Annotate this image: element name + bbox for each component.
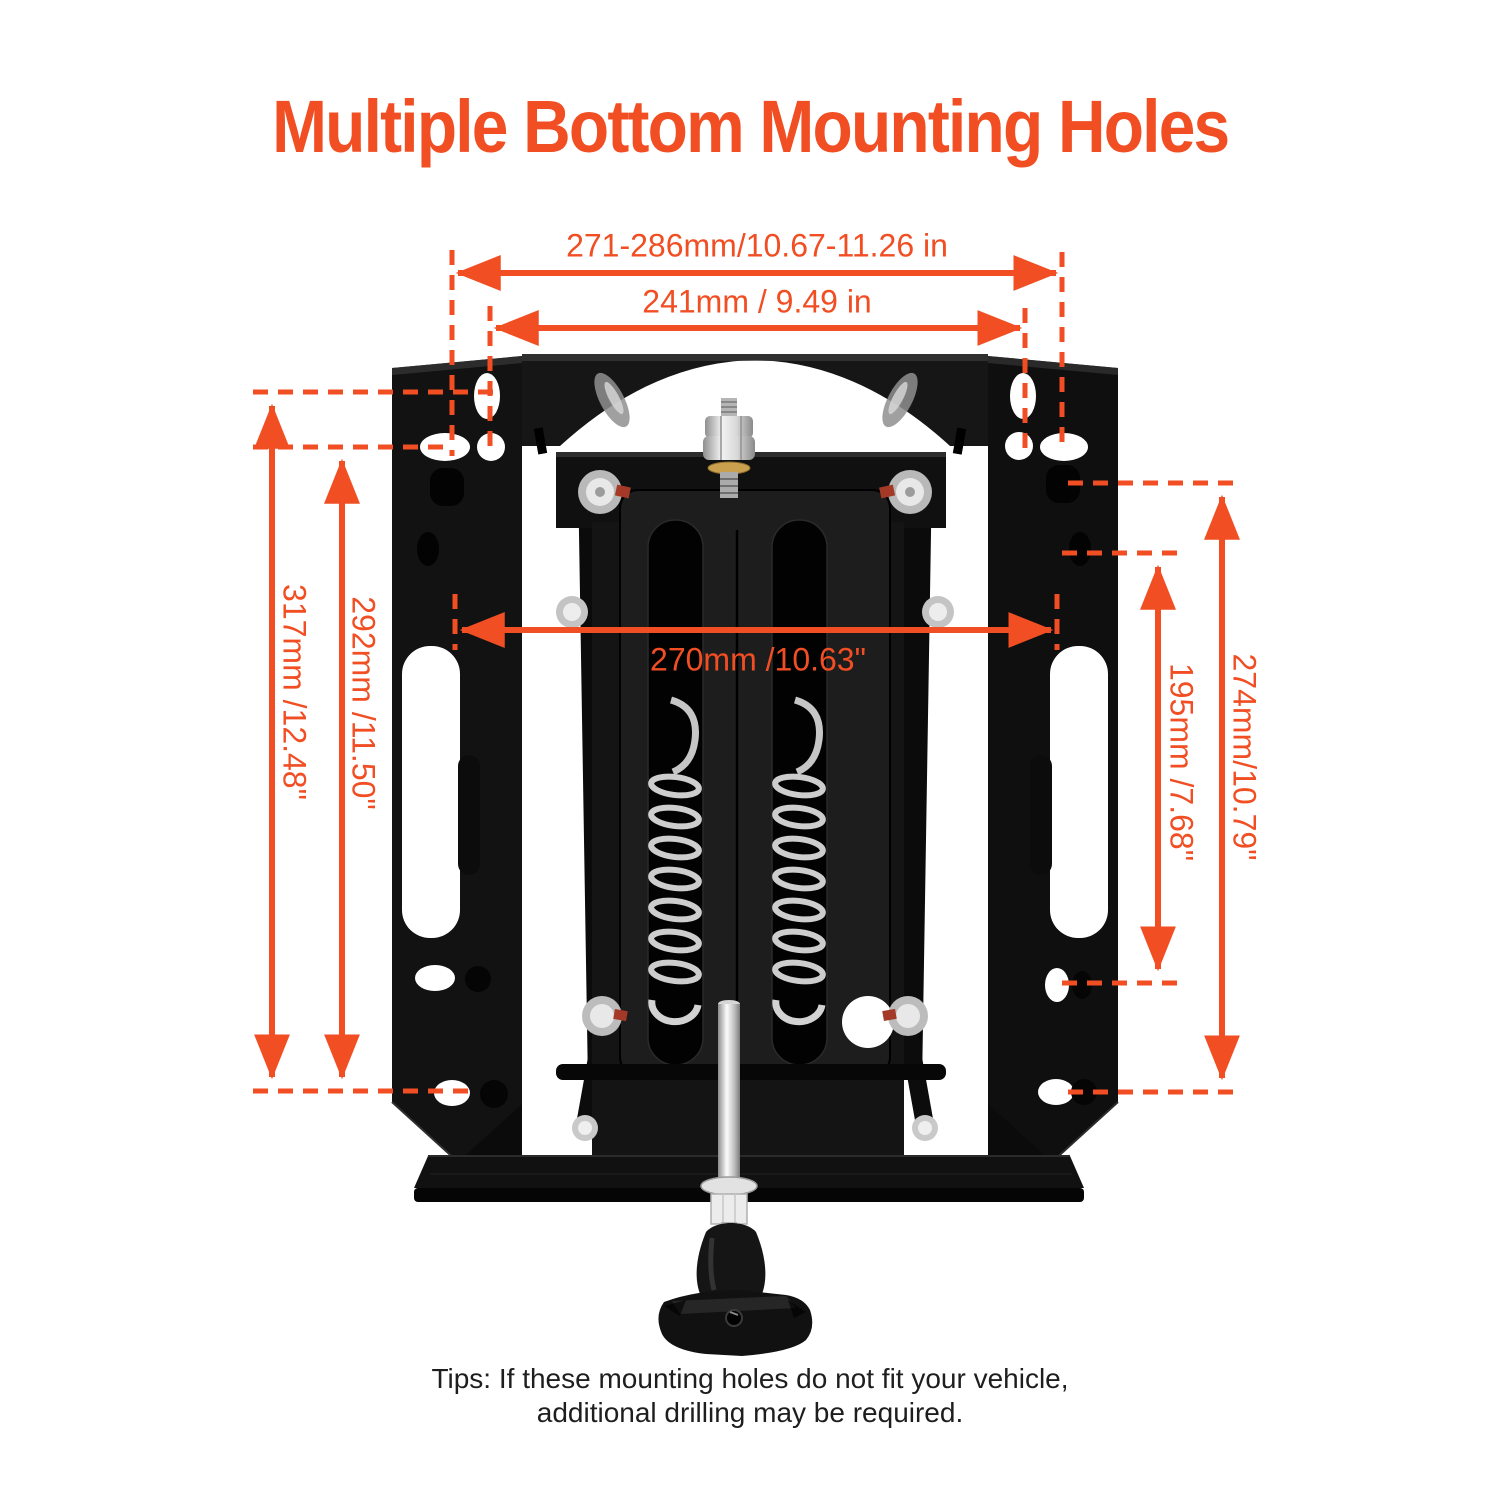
dim-label-top-inner: 241mm / 9.49 in [642,283,872,320]
bottom-mounting-slot [434,1080,470,1106]
dimension-arrows [254,255,1240,1081]
t-handle-knob [658,1223,813,1356]
mounting-hole [474,373,500,419]
mounting-hole [477,433,505,461]
side-plate-left [391,356,567,1163]
pivot-bolts [556,470,954,1141]
tips-line-2: additional drilling may be required. [536,1397,964,1428]
column-hole [842,996,894,1048]
tips-line-1: Tips: If these mounting holes do not fit… [431,1363,1069,1394]
dim-label-center-width: 270mm /10.63" [650,641,866,678]
side-cutout [402,646,460,938]
bottom-mounting-slot [1038,1079,1074,1105]
top-bracket [522,354,988,446]
tips-note: Tips: If these mounting holes do not fit… [0,1362,1500,1430]
extension-lines [253,250,1240,1095]
dim-label-right-inner: 195mm /7.68" [1163,662,1200,862]
dim-label-left-inner: 292mm /11.50" [345,596,382,810]
lower-cross-bar [556,1064,946,1080]
spring-right [772,696,826,1026]
mounting-slot [420,433,470,461]
spring-left [648,696,702,1026]
top-adjustment-bolt [703,398,755,498]
dim-label-right-outer: 274mm/10.79" [1226,653,1263,861]
product-illustration [391,354,1119,1356]
page-title: Multiple Bottom Mounting Holes [271,85,1230,168]
mounting-slot [1040,433,1088,461]
side-cutout [1050,646,1108,938]
dim-label-top-outer: 271-286mm/10.67-11.26 in [566,227,948,264]
bottom-threaded-rod [700,1000,758,1232]
side-plate-right [943,356,1119,1163]
dim-label-left-outer: 317mm /12.48" [276,584,313,800]
mounting-hole [1005,432,1033,460]
base-plate [414,1104,1084,1202]
knob-screw [725,1309,743,1327]
